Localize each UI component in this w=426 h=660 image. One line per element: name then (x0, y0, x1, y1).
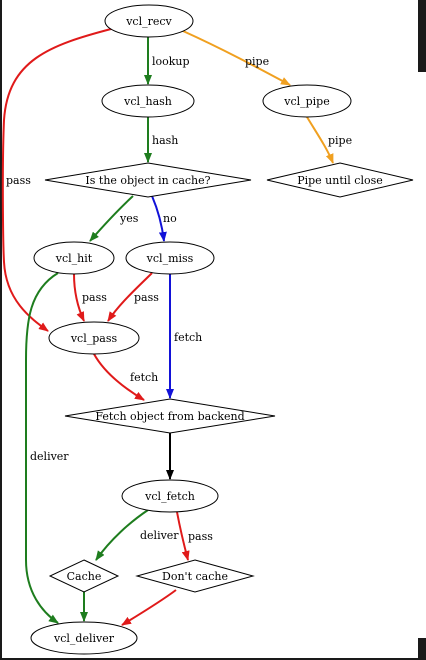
edge-recv-pipe (182, 30, 291, 86)
edge-label-recv-hash: lookup (152, 55, 190, 68)
edge-hit-pass (73, 273, 85, 322)
node-cache_check-shape (44, 162, 252, 198)
node-vcl_hit-shape (33, 241, 115, 275)
node-dont_cache-label: Don't cache (162, 570, 228, 583)
edge-label-hash-check: hash (152, 134, 178, 147)
edge-label-miss-fetch: fetch (174, 331, 202, 344)
edge-label-fetch-cache: deliver (140, 529, 179, 542)
node-vcl_fetch-label: vcl_fetch (144, 490, 195, 503)
node-vcl_deliver-shape (30, 621, 138, 655)
node-cache-label: Cache (67, 570, 102, 583)
node-cache-shape (48, 559, 120, 593)
viewer-frame-bottom (0, 658, 426, 660)
node-cache_check-label: Is the object in cache? (85, 174, 210, 187)
edge-miss-pass (107, 272, 153, 322)
node-vcl_pass-shape (48, 321, 140, 355)
node-vcl_pipe-label: vcl_pipe (283, 95, 330, 108)
node-vcl_recv-label: vcl_recv (125, 15, 172, 28)
edge-label-recv-pipe: pipe (245, 55, 269, 68)
node-fetch_backend-label: Fetch object from backend (95, 410, 244, 423)
edge-fetch-cache (95, 509, 149, 561)
edge-hit-deliver (25, 272, 59, 624)
edge-check-hit (89, 195, 134, 242)
node-fetch_backend-shape (64, 398, 276, 434)
node-vcl_pass-label: vcl_pass (70, 332, 118, 345)
edge-recv-pass (1, 28, 112, 332)
edge-fetch-dontcache (176, 511, 190, 561)
viewer-frame-gap (418, 72, 426, 638)
edge-label-fetch-dontcache: pass (188, 530, 213, 543)
edge-check-miss (151, 195, 167, 242)
node-vcl_miss-label: vcl_miss (146, 252, 194, 265)
edge-pipe-close (306, 116, 334, 164)
edge-dontcache-deliver (121, 589, 177, 626)
edge-label-hit-deliver: deliver (30, 450, 69, 463)
node-vcl_hash-label: vcl_hash (123, 95, 172, 108)
node-dont_cache-shape (135, 559, 255, 593)
edge-label-miss-pass: pass (134, 291, 159, 304)
node-vcl_hash-shape (101, 84, 195, 118)
node-vcl_pipe-shape (262, 84, 352, 118)
node-pipe_close-shape (266, 162, 414, 198)
edge-label-hit-pass: pass (82, 291, 107, 304)
node-vcl_recv-shape (104, 4, 194, 38)
node-pipe_close-label: Pipe until close (297, 174, 383, 187)
edge-pass-fetch (93, 353, 145, 401)
node-vcl_hit-label: vcl_hit (55, 252, 93, 265)
node-vcl_fetch-shape (121, 479, 219, 513)
edge-label-pass-fetch: fetch (130, 371, 158, 384)
edge-label-recv-pass: pass (6, 174, 31, 187)
node-vcl_deliver-label: vcl_deliver (53, 632, 115, 645)
edge-label-check-miss: no (163, 212, 177, 225)
node-vcl_miss-shape (125, 241, 215, 275)
edge-label-pipe-close: pipe (328, 134, 352, 147)
edge-label-check-hit: yes (119, 212, 139, 225)
viewer-frame-left (0, 0, 2, 660)
